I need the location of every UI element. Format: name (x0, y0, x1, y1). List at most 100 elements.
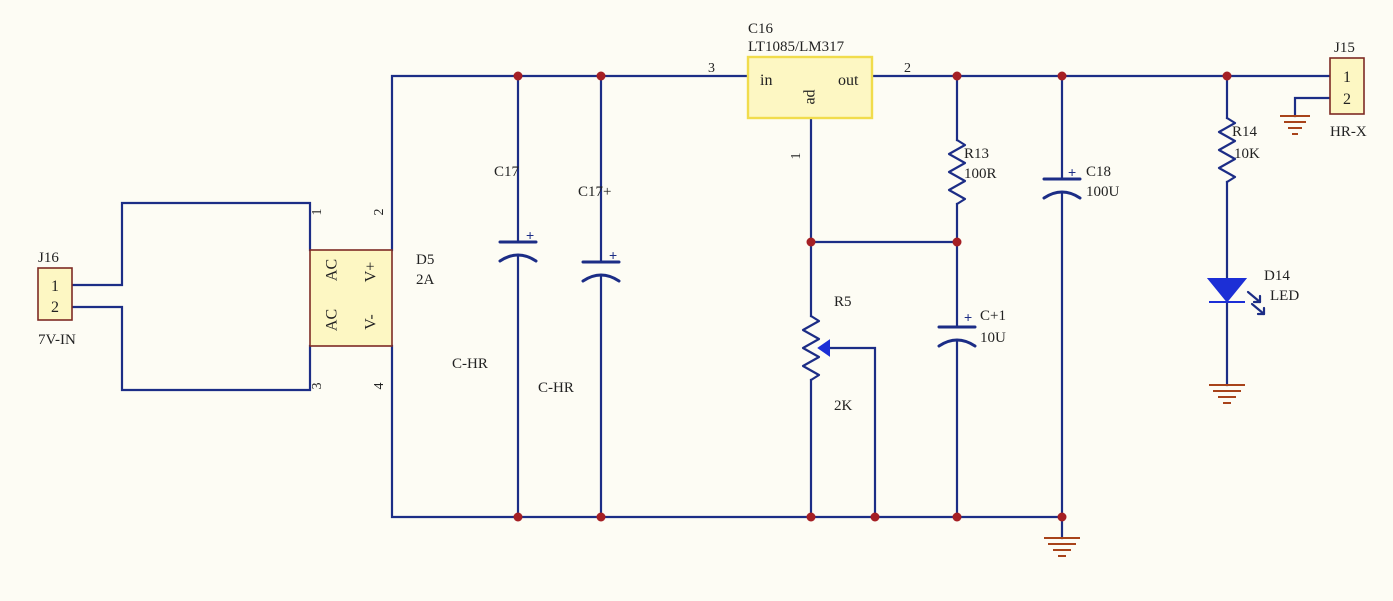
junction-dot (513, 71, 523, 81)
junction-dot (596, 512, 606, 522)
bridge-rectifier-d5: AC AC V+ V- 1 2 3 4 D5 2A (309, 209, 435, 390)
wire-d5-vminus-to-bottom-rail (390, 344, 1064, 519)
capacitor-c1-value: 10U (980, 330, 1006, 346)
capacitor-c17p-value: C-HR (538, 380, 574, 396)
capacitor-c1: + C+1 10U (937, 308, 1006, 348)
potentiometer-r5-ref: R5 (834, 294, 852, 310)
bridge-d5-pin2: 2 (372, 209, 387, 216)
led-d14-value: LED (1270, 288, 1299, 304)
regulator-c16-pin-adj: ad (802, 89, 819, 104)
connector-j15-ref: J15 (1334, 40, 1355, 56)
connector-j15: J15 1 2 HR-X (1329, 40, 1367, 140)
capacitor-c18-ref: C18 (1086, 164, 1111, 180)
regulator-c16-pin-in-number: 3 (708, 61, 715, 76)
potentiometer-r5-zigzag (801, 314, 821, 382)
junction-dot (806, 512, 816, 522)
capacitor-c18-plate-bottom (1042, 190, 1082, 200)
bridge-d5-pin4: 4 (372, 383, 387, 390)
capacitor-c18: + C18 100U (1042, 164, 1120, 200)
bridge-d5-vplus: V+ (363, 262, 380, 283)
resistor-r13-zigzag (947, 138, 967, 206)
regulator-c16: C16 LT1085/LM317 in out ad 3 2 1 (708, 21, 911, 160)
resistor-r14-value: 10K (1234, 146, 1260, 162)
regulator-c16-pin-in: in (760, 72, 772, 89)
junction-dot (952, 71, 962, 81)
junction-dot (952, 237, 962, 247)
resistor-r14-zigzag (1217, 116, 1237, 184)
bridge-d5-ac-bottom: AC (324, 309, 341, 331)
led-d14-ref: D14 (1264, 268, 1290, 284)
junction-dot (806, 237, 816, 247)
junction-dot (870, 512, 880, 522)
connector-j16: J16 1 2 7V-IN (37, 250, 76, 348)
capacitor-c17-polarity: + (526, 227, 534, 243)
potentiometer-r5: R5 2K (801, 294, 853, 414)
connector-j16-ref: J16 (38, 250, 59, 266)
bridge-d5-body (309, 249, 393, 347)
connector-j15-body (1329, 57, 1365, 115)
junction-dot (513, 512, 523, 522)
resistor-r13-value: 100R (964, 166, 997, 182)
regulator-c16-value: LT1085/LM317 (748, 39, 845, 55)
resistor-r14: R14 10K (1217, 116, 1260, 184)
capacitor-c1-ref: C+1 (980, 308, 1006, 324)
junction-dot (1057, 512, 1067, 522)
capacitor-c1-polarity: + (964, 309, 972, 325)
bridge-d5-ac-top: AC (324, 259, 341, 281)
junction-dot (952, 512, 962, 522)
regulator-c16-pin-out: out (838, 72, 859, 89)
junction-dot (596, 71, 606, 81)
wires (70, 74, 1332, 540)
capacitor-c17-plate-bottom (498, 253, 538, 263)
regulator-c16-pin-out-number: 2 (904, 61, 911, 76)
bridge-d5-value: 2A (416, 272, 435, 288)
regulator-c16-ref: C16 (748, 21, 774, 37)
bridge-d5-pin3: 3 (310, 383, 325, 390)
ground-symbol (1209, 384, 1245, 404)
capacitor-c17-ref: C17 (494, 164, 520, 180)
bridge-d5-pin1: 1 (310, 209, 325, 216)
led-d14-light-arrowhead (1252, 294, 1262, 304)
connector-j16-body (37, 267, 73, 321)
junction-dot (1222, 71, 1232, 81)
resistor-r13: R13 100R (947, 138, 997, 206)
bridge-d5-vminus: V- (363, 314, 380, 329)
potentiometer-r5-wiper-arrow (817, 339, 830, 357)
capacitor-c17p-plate-bottom (581, 273, 621, 283)
bridge-d5-ref: D5 (416, 252, 434, 268)
resistor-r14-ref: R14 (1232, 124, 1258, 140)
capacitor-c1-plate-bottom (937, 338, 977, 348)
capacitor-c18-value: 100U (1086, 184, 1120, 200)
led-d14-light-arrow (1250, 302, 1266, 316)
led-d14-light-arrowhead (1256, 306, 1266, 316)
wire-j15-pin2-to-ground (1293, 96, 1332, 118)
wire-d5-vplus-to-top-rail (390, 74, 750, 252)
ground-symbol (1280, 115, 1310, 135)
connector-j15-pin2: 2 (1343, 91, 1351, 108)
junctions (513, 71, 1232, 522)
connector-j16-value: 7V-IN (38, 332, 76, 348)
connector-j15-value: HR-X (1330, 124, 1367, 140)
connector-j16-pin2: 2 (51, 299, 59, 316)
wire-r5-wiper (818, 346, 877, 519)
connector-j15-pin1: 1 (1343, 69, 1351, 86)
connector-j16-pin1: 1 (51, 278, 59, 295)
wire-j16-pin1-to-d5-pin1 (70, 201, 312, 287)
potentiometer-r5-value: 2K (834, 398, 853, 414)
ground-symbol (1044, 537, 1080, 557)
capacitor-c17p-polarity: + (609, 247, 617, 263)
led-d14-triangle (1206, 278, 1248, 303)
regulator-c16-body (746, 55, 874, 120)
led-d14: D14 LED (1206, 268, 1299, 316)
capacitor-c17-value: C-HR (452, 356, 488, 372)
junction-dot (1057, 71, 1067, 81)
led-d14-light-arrow (1246, 290, 1262, 304)
capacitor-c17p: + C17+ C-HR (538, 184, 621, 396)
capacitor-c17: + C17 C-HR (452, 164, 538, 372)
capacitor-c17p-ref: C17+ (578, 184, 611, 200)
regulator-c16-pin-adj-number: 1 (789, 153, 804, 160)
wire-j16-pin2-to-d5-pin3 (70, 305, 312, 392)
resistor-r13-ref: R13 (964, 146, 989, 162)
capacitor-c18-polarity: + (1068, 164, 1076, 180)
